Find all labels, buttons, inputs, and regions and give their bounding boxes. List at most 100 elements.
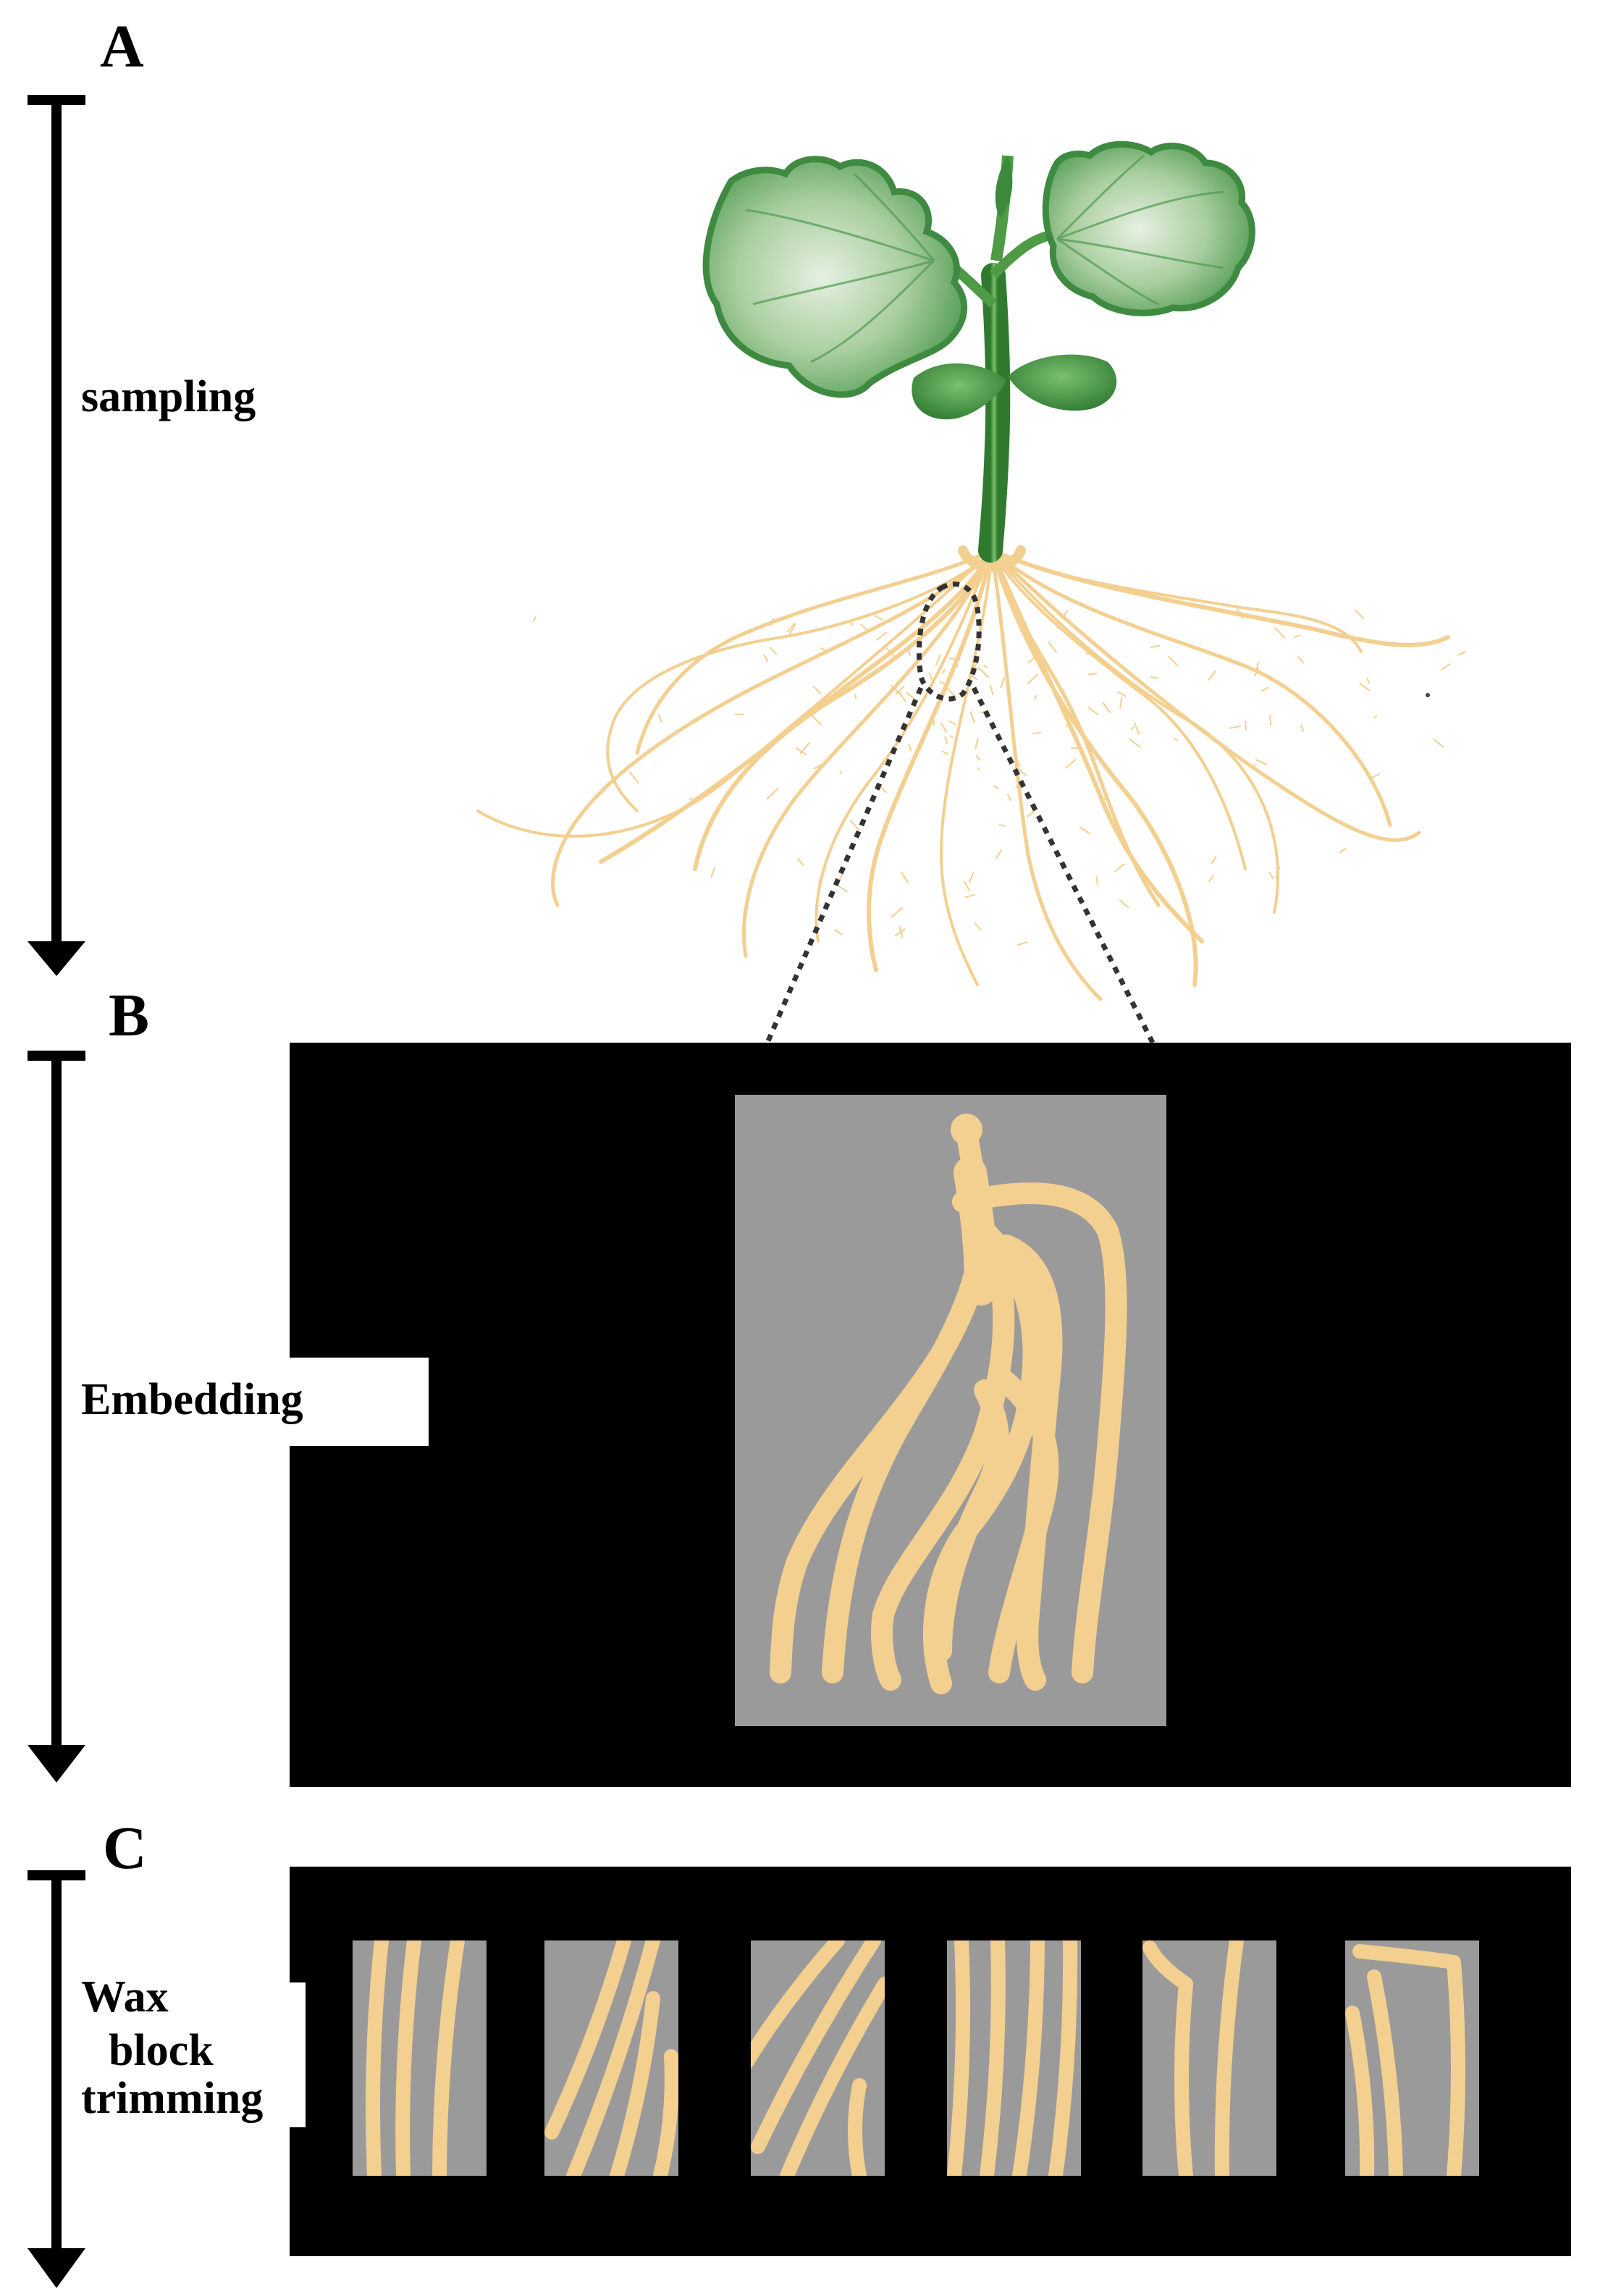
step-label-trimming-line-2: block [109, 2026, 214, 2075]
root-hair [1048, 642, 1056, 652]
root-hair [994, 786, 998, 789]
cotyledon-right [1008, 355, 1116, 411]
root-hair [1072, 748, 1080, 749]
root-hair [1132, 727, 1133, 729]
apical-bud [995, 156, 1013, 217]
root-hair [1262, 688, 1268, 691]
panel-b-letter: B [109, 982, 149, 1049]
root-hair [1374, 716, 1376, 718]
trimmed-root-strand [855, 2085, 859, 2176]
root-hair [1174, 739, 1177, 740]
root-hair [1371, 774, 1379, 778]
root-strand [992, 550, 1245, 869]
root-hair [821, 648, 826, 650]
root-hair [966, 895, 975, 897]
root-hair [1458, 652, 1465, 655]
root-hair [877, 632, 886, 639]
root-hair [837, 885, 847, 891]
root-hair [840, 771, 841, 773]
root-hair [996, 850, 1001, 858]
root-hair [1270, 715, 1271, 725]
root-hair [1001, 678, 1004, 687]
trimmed-section [744, 1940, 885, 2176]
root-hair [875, 616, 883, 620]
root-hair [943, 670, 945, 673]
root-hair [909, 744, 911, 750]
root-hair [819, 880, 820, 884]
root-hair [951, 736, 953, 737]
step-label-embedding: Embedding [81, 1375, 303, 1424]
root-hair [798, 859, 804, 865]
root-strand [941, 550, 992, 985]
root-hair [850, 820, 859, 830]
trimmed-section-background [1142, 1940, 1276, 2176]
root-hair [970, 712, 974, 722]
root-hair [978, 668, 988, 677]
root-hair [1129, 739, 1140, 747]
seedling-shoot [706, 144, 1252, 550]
root-hair [949, 721, 955, 725]
arrow-sampling [28, 100, 85, 976]
root-hair [630, 773, 639, 783]
panel-a-letter: A [100, 13, 144, 80]
root-hair [801, 743, 809, 754]
root-hair [975, 739, 977, 749]
step-label-sampling: sampling [81, 372, 256, 421]
zoom-line-right [974, 688, 1153, 1043]
root-hair [835, 930, 842, 934]
root-hair [1275, 628, 1284, 638]
trimmed-root-strand [1454, 1962, 1458, 2176]
root-hair [1441, 664, 1450, 670]
root-hair [1208, 671, 1215, 680]
root-hair [1368, 678, 1369, 684]
root-hair [1118, 692, 1125, 697]
root-hair [1256, 760, 1267, 765]
root-hair [892, 908, 902, 917]
root-strand [478, 550, 992, 836]
root-hair [1301, 726, 1303, 731]
root-hair [1094, 758, 1095, 762]
root-hair [1028, 674, 1038, 684]
root-hair [945, 737, 947, 744]
root-hair [1057, 621, 1058, 628]
root-hair [936, 655, 940, 665]
trimmed-root-strand [373, 1940, 382, 2176]
root-hair [1066, 760, 1075, 768]
root-hair [1080, 828, 1090, 834]
trimmed-section [544, 1940, 678, 2176]
root-hair [1340, 849, 1346, 852]
root-hair [1360, 684, 1369, 691]
root-hair [1151, 677, 1158, 678]
trimmed-section [1142, 1940, 1276, 2176]
root-hair [901, 872, 908, 882]
root-hair [1035, 696, 1037, 699]
root-hair [977, 756, 980, 760]
root-hair [1298, 657, 1303, 663]
root-hair [711, 868, 714, 878]
trimmed-root-strand [1182, 1984, 1186, 2176]
trimmed-section [353, 1940, 487, 2176]
root-hair [990, 685, 993, 694]
root-hair [1103, 702, 1110, 712]
root-hair [1209, 876, 1213, 882]
root-hair [969, 873, 973, 882]
root-hair [1097, 877, 1098, 884]
root-hair [1135, 723, 1139, 733]
root-hair [534, 617, 535, 621]
root-hair [1355, 610, 1363, 618]
root-strand [992, 550, 1448, 645]
stem [990, 275, 998, 550]
root-hair [1018, 942, 1027, 944]
root-hair [1115, 865, 1124, 872]
root-hair [770, 647, 777, 655]
trimmed-root-strand [954, 1940, 963, 2176]
true-leaf-right [1045, 144, 1252, 313]
root-hair [814, 686, 820, 693]
root-hair [767, 789, 778, 799]
root-hair [659, 715, 662, 722]
root-hair [1089, 673, 1096, 674]
root-hair [764, 655, 767, 661]
root-hair [1434, 739, 1444, 747]
root-hair [941, 723, 946, 732]
